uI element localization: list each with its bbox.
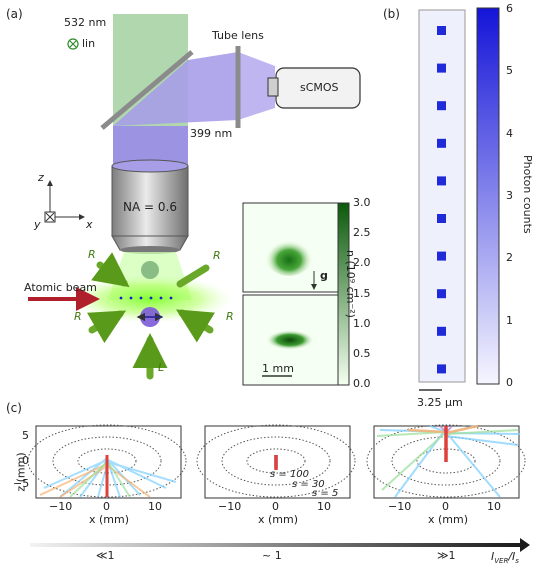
panel-label-b: (b): [383, 7, 400, 21]
density-colorbar-tick: 3.0: [353, 196, 371, 209]
photon-colorbar-tick: 4: [506, 126, 513, 140]
axis-x-label: x: [86, 218, 93, 231]
atomic-beam-label: Atomic beam: [24, 281, 97, 294]
intensity-label-sub1: VER: [494, 557, 509, 566]
xtick-plot1: 0: [103, 500, 110, 513]
trajectory-plot-3: [366, 424, 526, 499]
polarization-icon: [67, 38, 79, 50]
tweezer-site: [437, 364, 446, 374]
density-colorbar-tick: 2.0: [353, 256, 371, 270]
fluorescence-path: [113, 52, 275, 166]
density-colorbar-tick: 0.0: [353, 377, 371, 390]
xtick-plot2: 10: [317, 500, 331, 513]
beam-r-label-4: R: [226, 310, 234, 323]
tweezer-site: [437, 251, 446, 261]
annotation-s100: s = 100: [270, 469, 310, 480]
fluorescence-wavelength-label: 399 nm: [190, 127, 233, 140]
plot-xlabel: x (mm): [428, 513, 469, 526]
density-colorbar-tick: 0.5: [353, 346, 371, 360]
polarization-label: lin: [82, 37, 96, 50]
camera-label: sCMOS: [300, 81, 339, 94]
xtick-plot3: 0: [442, 500, 449, 513]
intensity-label-sub2: s: [515, 557, 519, 566]
tweezer-site: [437, 26, 446, 35]
panel-label-c: (c): [6, 401, 22, 415]
axis-z-label: z: [38, 171, 44, 184]
tweezer-site: [437, 63, 446, 73]
scalebar-um-label: 3.25 μm: [417, 396, 463, 409]
tweezer-site: [437, 326, 446, 336]
tube-lens-label: Tube lens: [212, 29, 264, 42]
absorption-images: [242, 202, 345, 386]
xtick-plot1: −10: [49, 500, 73, 513]
xtick-plot3: 10: [487, 500, 501, 513]
tweezer-array-image: [418, 9, 466, 391]
density-colorbar-tick: 2.5: [353, 226, 371, 240]
xtick-plot3: −10: [388, 500, 412, 513]
annotation-s30: s = 30: [292, 479, 325, 490]
plot-xlabel: x (mm): [89, 513, 130, 526]
trajectory-plot-2: [196, 424, 356, 499]
intensity-arrow: [30, 538, 530, 552]
photon-colorbar-tick: 0: [506, 376, 513, 389]
density-colorbar-tick: 1.0: [353, 316, 371, 330]
intensity-label-I1: I: [491, 550, 495, 563]
beam-r-label-2: R: [213, 249, 221, 262]
mot-beams: [87, 252, 216, 380]
beam-l-label: L: [158, 361, 165, 374]
xtick-plot2: −10: [218, 500, 242, 513]
scalebar-1mm-label: 1 mm: [262, 362, 294, 375]
beam-r-label-3: R: [74, 310, 82, 323]
tweezer-site: [437, 289, 446, 299]
dichroic-mirror: [100, 50, 194, 130]
photon-colorbar-tick: 3: [506, 189, 513, 202]
photon-colorbar-label: Photon counts: [521, 155, 534, 234]
gravity-label: g: [320, 269, 328, 282]
density-colorbar-tick: 1.5: [353, 286, 371, 300]
axis-y-label: y: [34, 218, 41, 231]
regime-high: ≫1: [437, 549, 456, 562]
coordinate-axes: [44, 180, 85, 223]
photon-colorbar-tick: 2: [506, 251, 513, 265]
intensity-axis-label: IVER/Is: [491, 550, 519, 566]
photon-colorbar-tick: 5: [506, 64, 513, 78]
annotation-s5: s = 5: [312, 488, 339, 499]
ytick-0: 0: [22, 454, 29, 467]
regime-low: ≪1: [96, 549, 115, 562]
tweezer-site: [437, 101, 446, 111]
xtick-plot2: 0: [272, 500, 279, 513]
regime-mid: ~ 1: [262, 549, 282, 562]
photon-colorbar-tick: 6: [506, 2, 513, 15]
panel-label-a: (a): [6, 7, 23, 21]
tweezer-site: [437, 138, 446, 148]
optical-tweezer-dots: [119, 296, 173, 300]
beam-r-label-1: R: [88, 248, 96, 261]
plot-xlabel: x (mm): [258, 513, 299, 526]
polarization-cross-icon: [69, 40, 77, 48]
xtick-plot1: 10: [148, 500, 162, 513]
camera-mount: [267, 77, 279, 97]
objective-na-label: NA = 0.6: [123, 200, 177, 214]
trajectory-plot-1: [27, 424, 187, 499]
laser-wavelength-label: 532 nm: [64, 16, 107, 29]
tweezer-site: [437, 176, 446, 186]
ytick-5: 5: [22, 429, 29, 442]
tweezer-site: [437, 214, 446, 223]
ytick-neg5: −5: [13, 477, 30, 490]
density-colorbar: [337, 202, 350, 386]
intensity-label-I2: I: [512, 550, 516, 563]
photon-colorbar: [476, 7, 500, 385]
photon-colorbar-tick: 1: [506, 313, 513, 327]
